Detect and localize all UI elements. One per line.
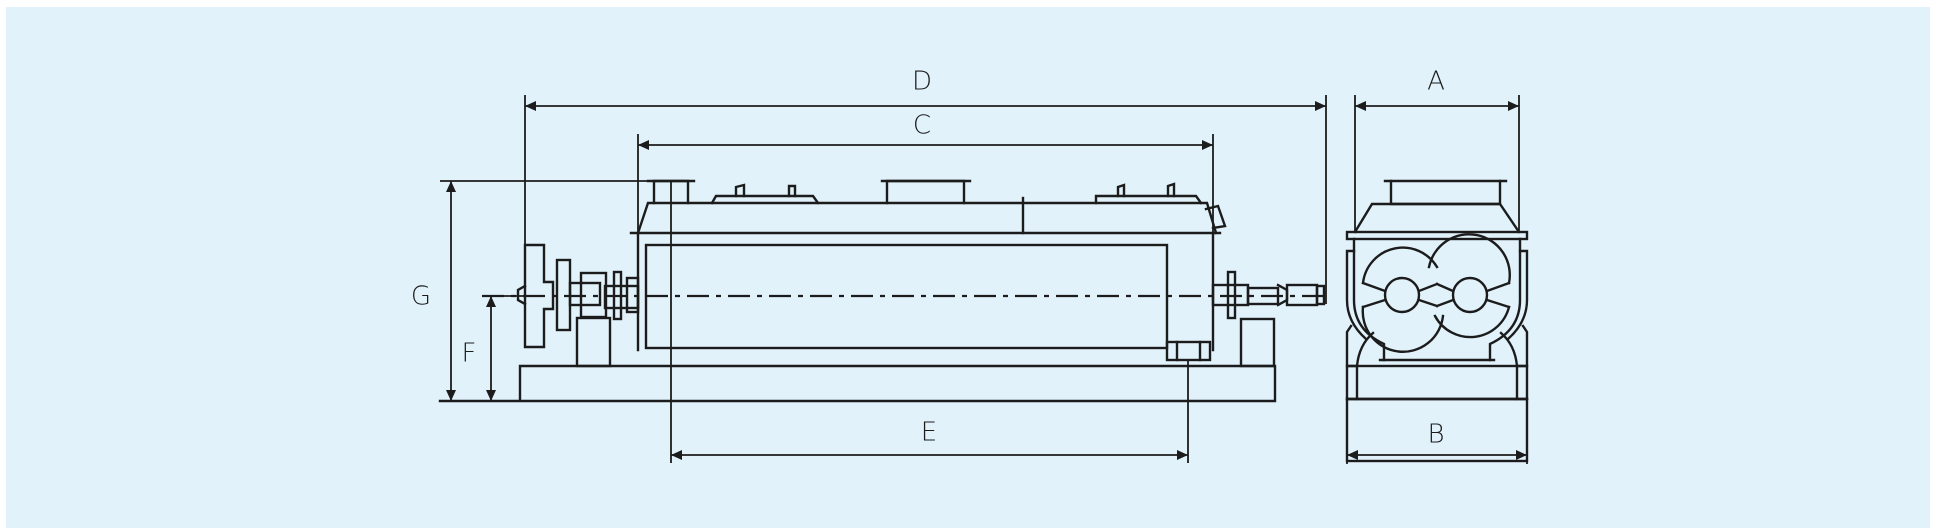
end-view: A B <box>1345 67 1529 464</box>
dimension-label-b: B <box>1427 420 1444 450</box>
dimension-f: F <box>462 296 496 401</box>
dimension-label-g: G <box>411 282 431 312</box>
top-ports <box>646 179 1227 230</box>
dimension-e: E <box>671 418 1188 460</box>
dimension-b: B <box>1347 420 1527 460</box>
dimension-c: C <box>638 111 1213 150</box>
dimension-label-a: A <box>1427 67 1445 97</box>
side-view: D C E G F <box>411 67 1330 463</box>
dimension-d: D <box>525 67 1326 111</box>
extension-lines <box>440 95 1327 463</box>
dryer-body <box>629 196 1222 362</box>
dimension-label-d: D <box>912 67 932 97</box>
dimension-label-c: C <box>913 111 931 141</box>
end-hood <box>1345 179 1529 241</box>
dimension-a: A <box>1355 67 1519 111</box>
base-frame <box>438 316 1277 403</box>
dimension-label-e: E <box>921 418 937 448</box>
dimension-g: G <box>411 181 456 401</box>
dimension-label-f: F <box>462 339 477 369</box>
diagram-panel <box>6 7 1930 528</box>
paddle-rotors <box>1361 233 1511 353</box>
end-extension-lines <box>1346 95 1528 464</box>
